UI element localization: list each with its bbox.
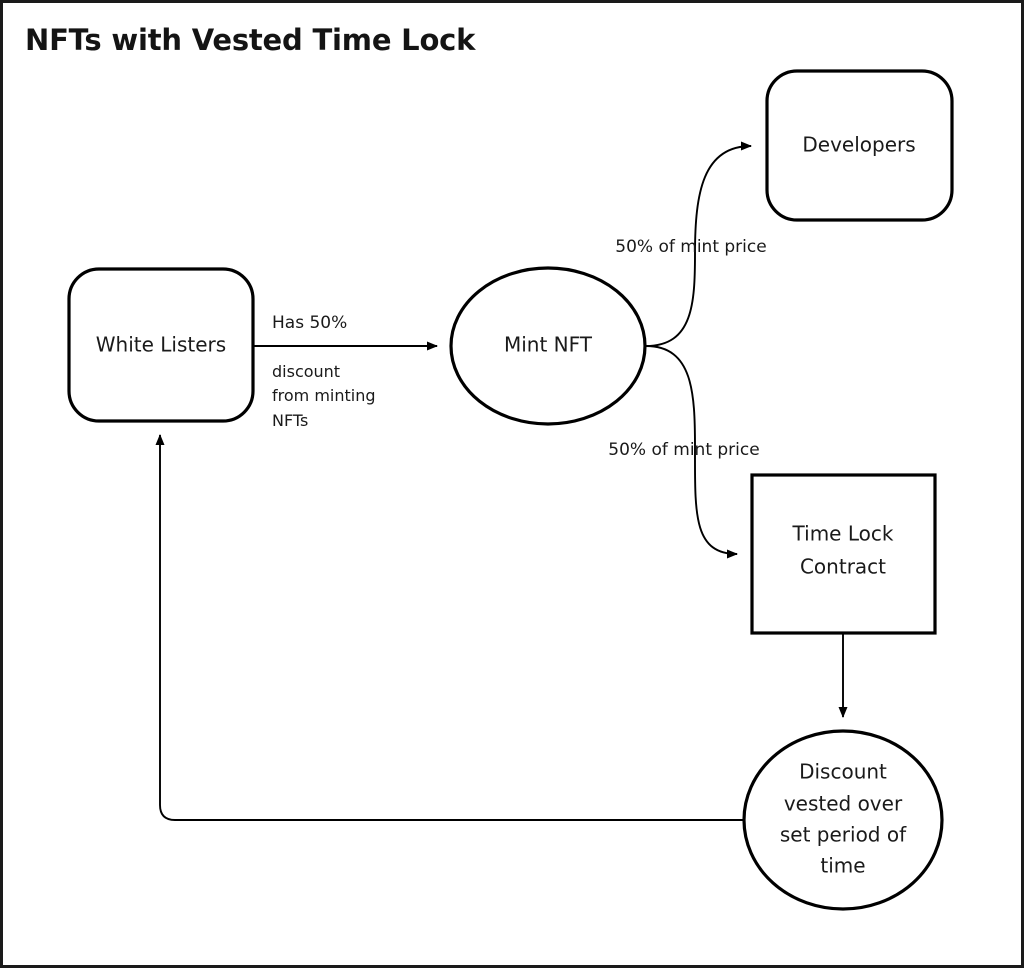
edge-label-text: 50% of mint price: [615, 237, 766, 257]
node-discount-vested[interactable]: Discount vested over set period of time: [742, 729, 944, 911]
edge-label-line2: discount: [272, 362, 340, 381]
discount-vested-label-line2: vested over: [784, 792, 903, 816]
flowchart-graph: White Listers Mint NFT Developers Time L…: [67, 69, 954, 911]
developers-label: Developers: [802, 133, 915, 157]
mint-nft-label: Mint NFT: [504, 333, 593, 357]
node-developers[interactable]: Developers: [765, 69, 954, 222]
mint-nft-shape[interactable]: [449, 266, 647, 426]
edge-label-text: 50% of mint price: [608, 440, 759, 460]
white-listers-label: White Listers: [96, 333, 226, 357]
discount-vested-label-line3: set period of: [780, 823, 907, 847]
edge-label-mint-to-timelock: 50% of mint price: [608, 440, 759, 460]
time-lock-contract-label-line2: Contract: [800, 555, 886, 579]
edge-line: [645, 345, 738, 559]
edge-label-line3: from minting: [272, 386, 376, 405]
edge-label-mint-to-developers: 50% of mint price: [615, 237, 766, 257]
time-lock-contract-shape[interactable]: [750, 473, 937, 635]
discount-vested-shape[interactable]: [742, 729, 944, 911]
edge-mint-nft-to-developers: [645, 141, 752, 347]
edge-label-line1: Has 50%: [272, 313, 347, 333]
developers-shape[interactable]: [765, 69, 954, 222]
white-listers-shape[interactable]: [67, 267, 255, 423]
node-time-lock-contract[interactable]: Time Lock Contract: [750, 473, 937, 635]
edge-discount-to-white-listers: [155, 434, 743, 821]
time-lock-contract-label-line1: Time Lock: [792, 522, 894, 546]
edge-mint-nft-to-time-lock-contract: [645, 345, 738, 559]
node-mint-nft[interactable]: Mint NFT: [449, 266, 647, 426]
node-white-listers[interactable]: White Listers: [67, 267, 255, 423]
discount-vested-label-line1: Discount: [799, 760, 887, 784]
edge-label-line4: NFTs: [272, 411, 308, 430]
page-title: NFTs with Vested Time Lock: [25, 23, 476, 57]
discount-vested-label-line4: time: [820, 854, 865, 878]
edge-line: [645, 141, 752, 347]
edge-label-has-50-percent: Has 50% discount from minting NFTs: [272, 313, 376, 430]
edge-line: [155, 434, 743, 821]
